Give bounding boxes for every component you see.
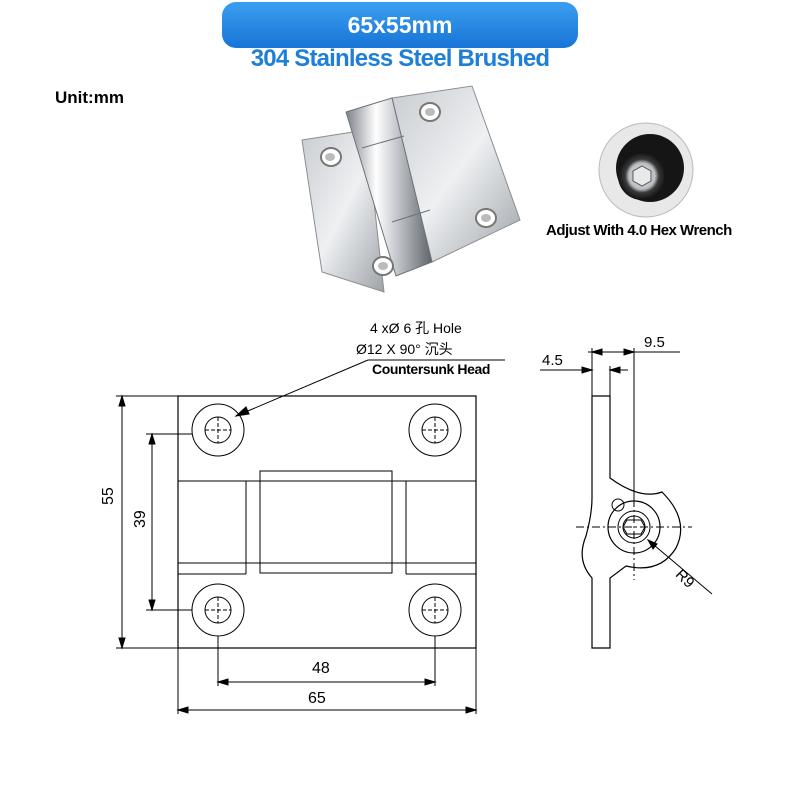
mounting-hole [191,403,245,457]
detail-caption: Adjust With 4.0 Hex Wrench [546,222,732,239]
dimension-9.5 [588,348,680,500]
callout-line-countersunk: Countersunk Head [372,361,491,377]
front-view [177,395,477,649]
dimension-label-65: 65 [308,690,326,707]
dimension-4.5 [540,348,628,396]
title-banner: 65x55mm [222,2,578,48]
dimension-48 [216,636,437,686]
hinge-photo [301,85,521,293]
mounting-hole [408,583,462,637]
dimension-label-4.5: 4.5 [542,352,563,369]
unit-label: Unit:mm [55,88,124,107]
dimension-label-55: 55 [100,487,117,505]
dimension-39 [146,432,192,612]
hole-callout-leader [234,359,505,417]
material-subtitle: 304 Stainless Steel Brushed [250,45,550,72]
mounting-hole [408,403,462,457]
callout-line-hole: 4 xØ 6 孔 Hole [370,320,462,336]
dimension-label-39: 39 [132,510,149,528]
mounting-hole [191,583,245,637]
title-text: 65x55mm [347,11,453,38]
dimension-65 [176,648,478,714]
side-view [576,395,713,649]
dimension-55 [116,394,178,650]
hex-wrench-detail-photo [598,122,694,218]
dimension-label-48: 48 [312,660,330,677]
dimension-label-9.5: 9.5 [644,334,665,351]
callout-line-countersink: Ø12 X 90° 沉头 [356,341,453,357]
